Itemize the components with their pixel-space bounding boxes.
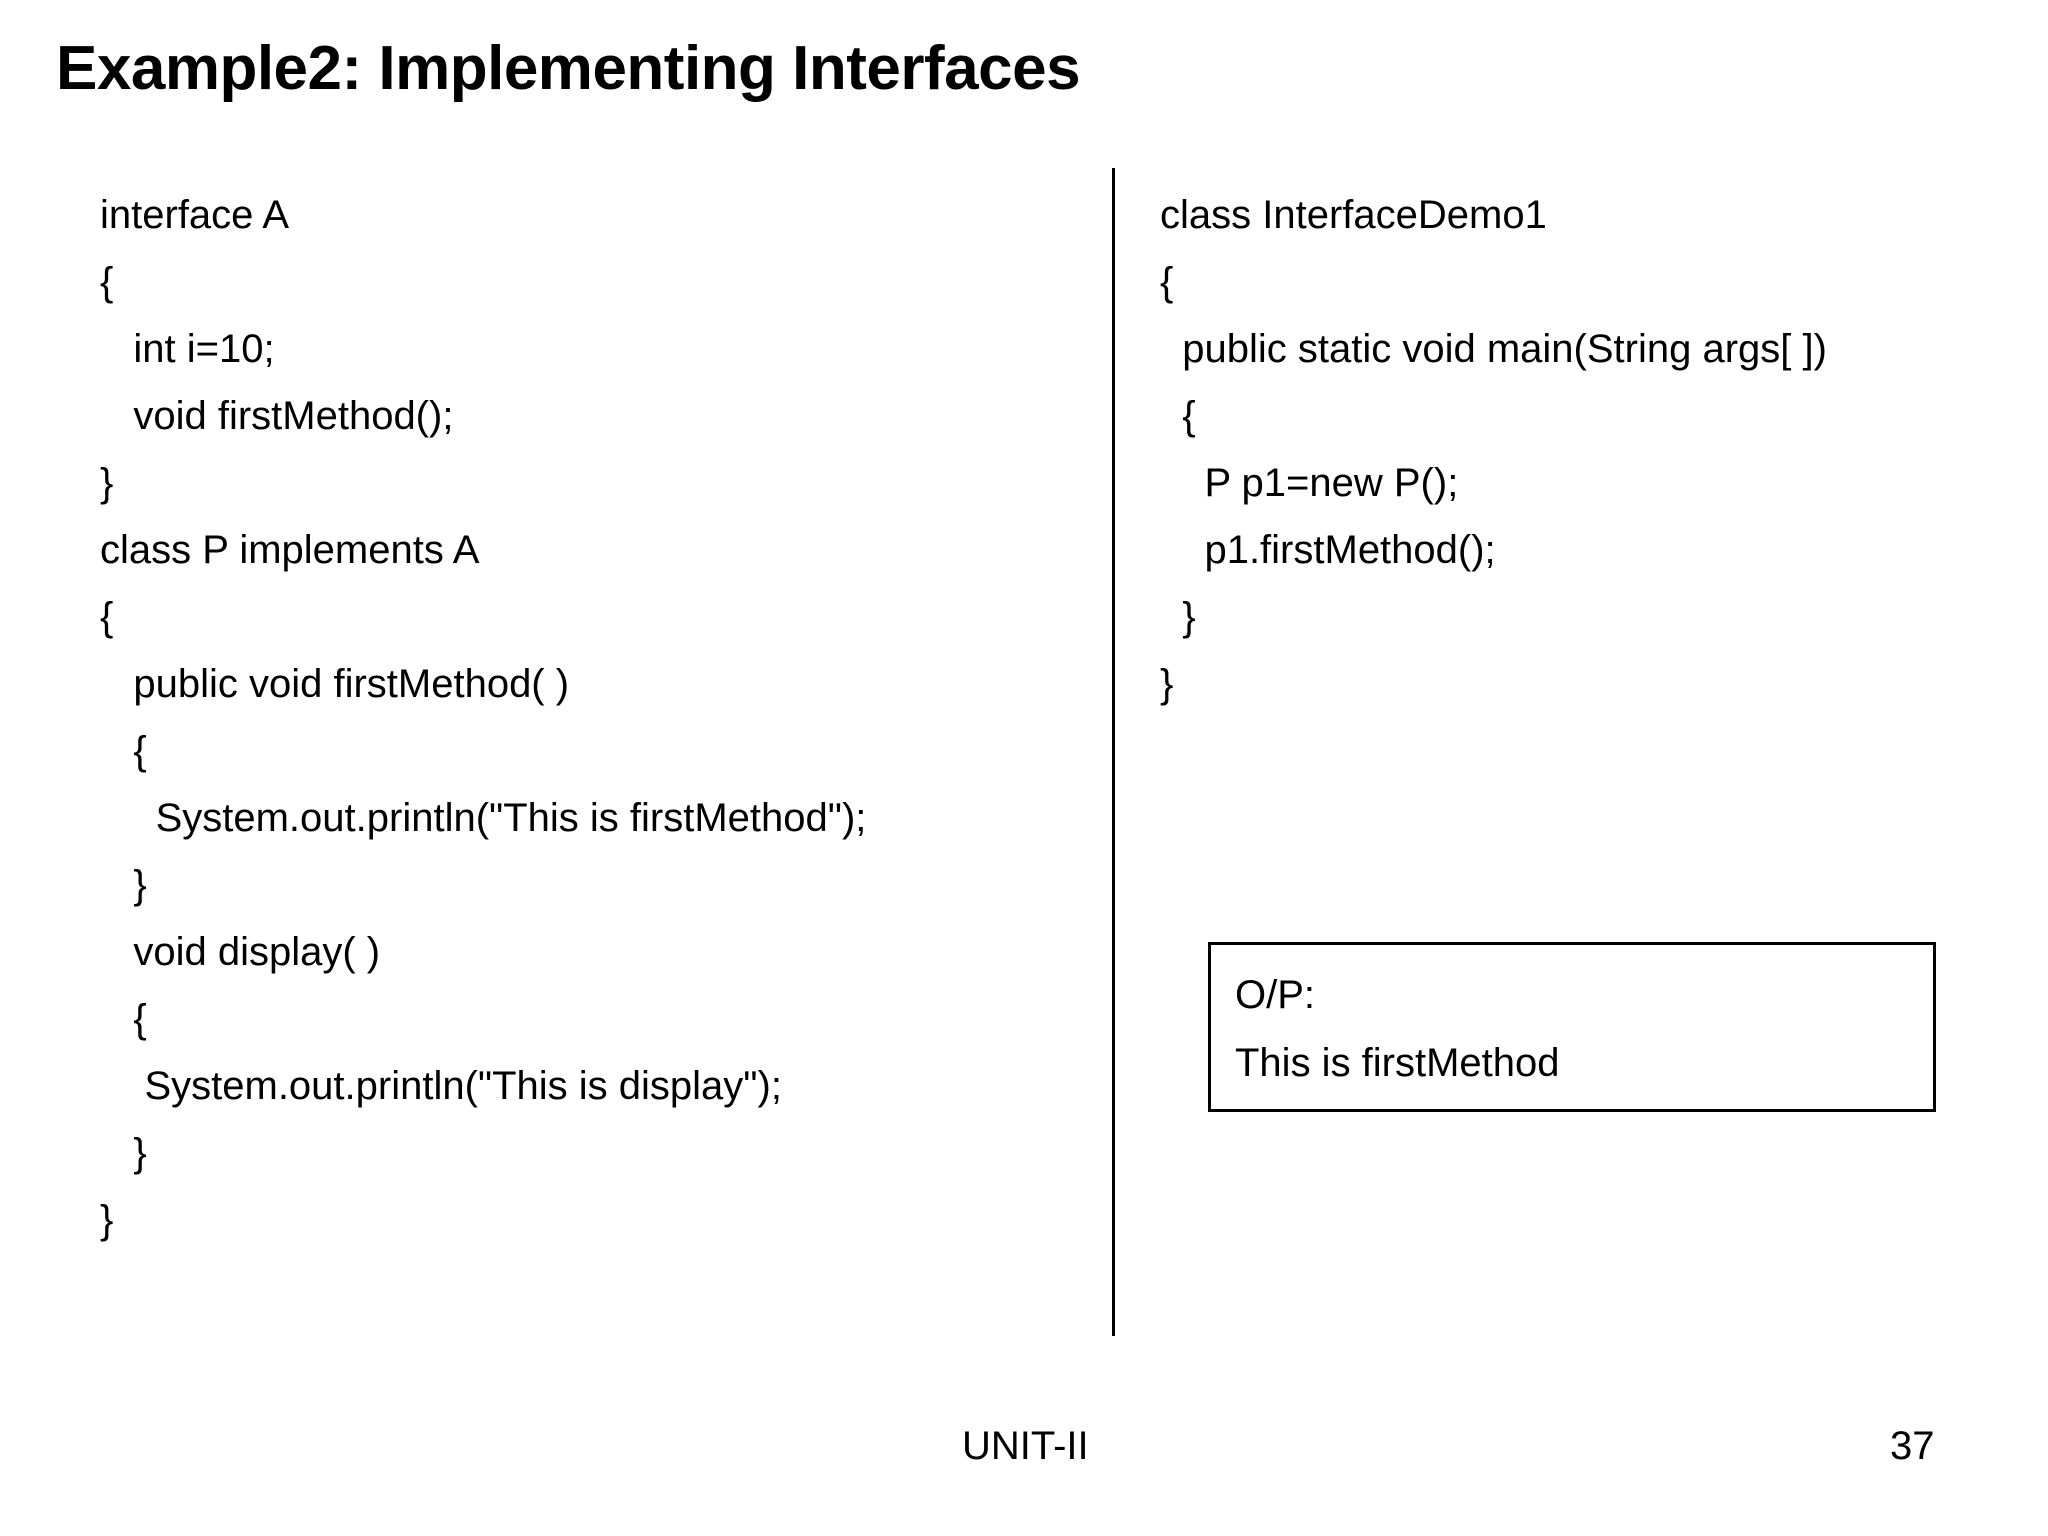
left-code-line: class P implements A xyxy=(100,528,480,572)
right-code-line: public static void main(String args[ ]) xyxy=(1160,327,1827,371)
left-code-line: { xyxy=(100,260,114,304)
left-code-line: { xyxy=(100,997,147,1041)
left-code-line: public void firstMethod( ) xyxy=(100,662,570,706)
right-code-line: } xyxy=(1160,595,1196,639)
footer-unit-label: UNIT-II xyxy=(962,1424,1089,1468)
right-code-line: class InterfaceDemo1 xyxy=(1160,193,1547,237)
left-code-line: } xyxy=(100,461,114,505)
page-title: Example2: Implementing Interfaces xyxy=(56,34,1081,103)
left-code-line: } xyxy=(100,1198,114,1242)
left-code-line: void display( ) xyxy=(100,930,381,974)
output-box: O/P: This is firstMethod xyxy=(1208,942,1936,1112)
right-code-line: p1.firstMethod(); xyxy=(1160,528,1496,572)
right-code-line: P p1=new P(); xyxy=(1160,461,1459,505)
column-divider xyxy=(1112,168,1115,1336)
left-code-line: } xyxy=(100,1131,147,1175)
right-code-line: } xyxy=(1160,662,1174,706)
left-code-line: int i=10; xyxy=(100,327,275,371)
left-code-line: System.out.println("This is display"); xyxy=(100,1064,782,1108)
footer-page-number: 37 xyxy=(1890,1424,1935,1468)
left-code-block: interface A { int i=10; void firstMethod(… xyxy=(100,182,980,1254)
left-code-line: System.out.println("This is firstMethod"… xyxy=(100,796,867,840)
left-code-line: { xyxy=(100,595,114,639)
left-code-line: { xyxy=(100,729,147,773)
output-result: This is firstMethod xyxy=(1235,1041,1560,1085)
left-code-line: } xyxy=(100,863,147,907)
left-code-line: interface A xyxy=(100,193,290,237)
output-label: O/P: xyxy=(1235,973,1316,1017)
right-code-block: class InterfaceDemo1 { public static void… xyxy=(1160,182,2040,718)
right-code-line: { xyxy=(1160,394,1196,438)
right-code-line: { xyxy=(1160,260,1174,304)
left-code-line: void firstMethod(); xyxy=(100,394,454,438)
